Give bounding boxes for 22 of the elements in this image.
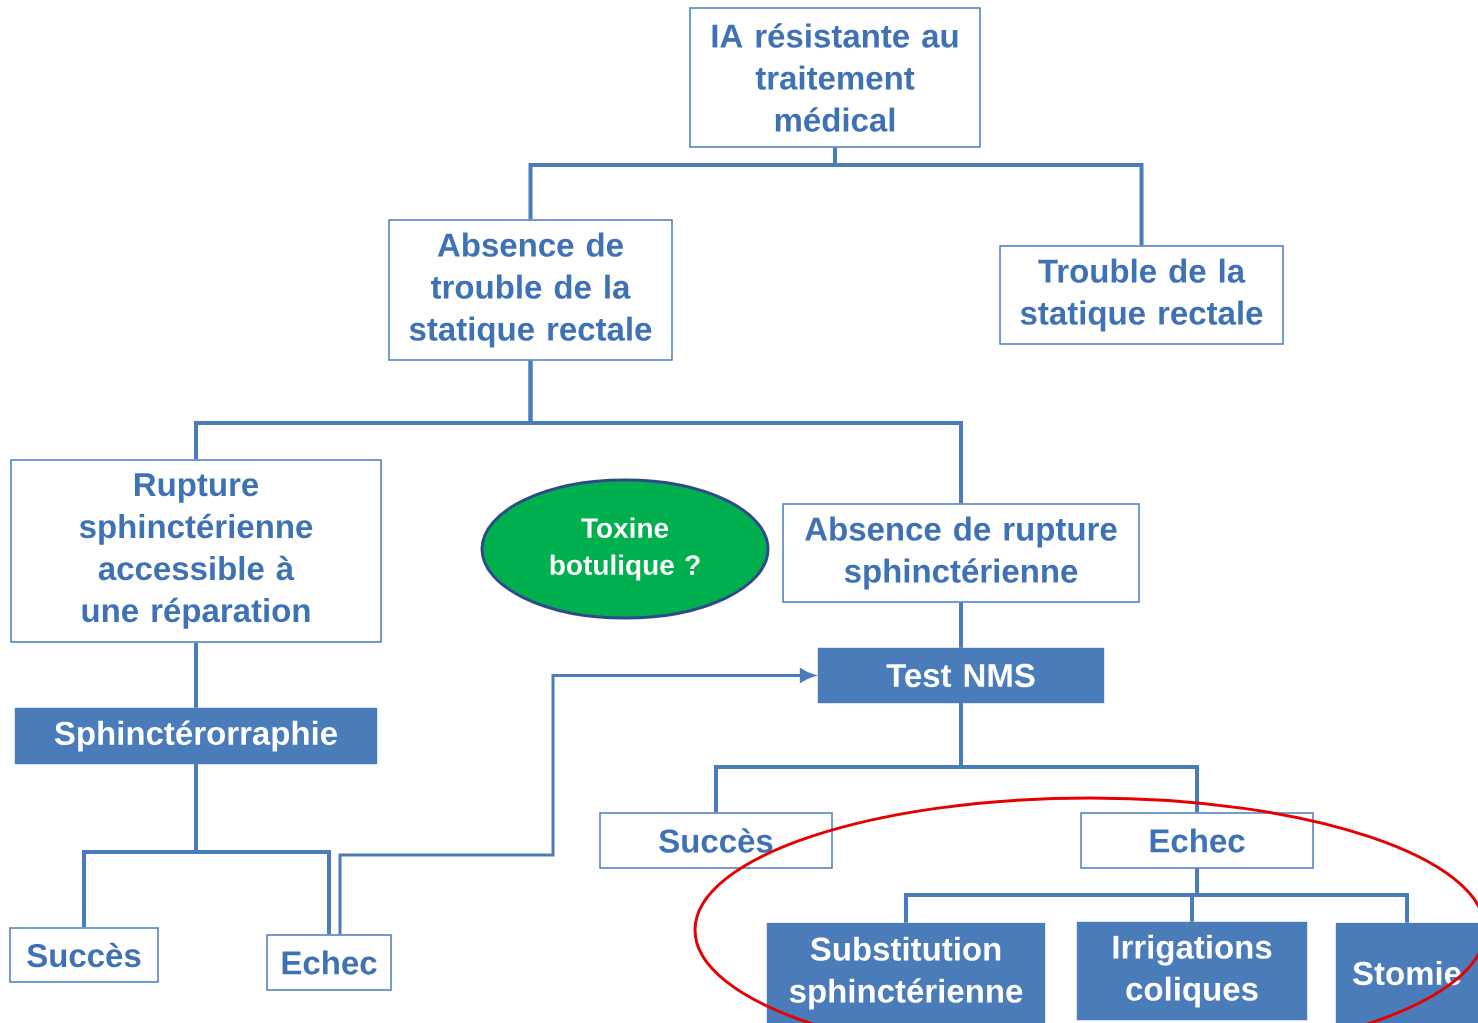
text-box: Absence de trouble de la statique rectale [388, 219, 673, 361]
filled-box: Test NMS [817, 647, 1105, 704]
connector [1195, 868, 1409, 923]
connector [833, 147, 1144, 246]
connector [194, 764, 331, 935]
connector [959, 602, 963, 648]
connector [959, 703, 1199, 813]
filled-box: Irrigations coliques [1076, 921, 1308, 1021]
text-box: Echec [266, 934, 392, 991]
filled-box: Substitution sphinctérienne [766, 922, 1046, 1023]
connector [528, 360, 963, 504]
text-box: Succès [9, 927, 159, 983]
connector [338, 668, 815, 935]
text-box: Absence de rupture sphinctérienne [782, 503, 1140, 603]
text-box: Echec [1080, 812, 1314, 869]
filled-box: Sphinctérorraphie [14, 707, 378, 765]
connector [194, 642, 198, 708]
text-box: IA résistante au traitement médical [689, 7, 981, 148]
text-box: Trouble de la statique rectale [999, 245, 1284, 345]
filled-box: Stomie [1335, 922, 1478, 1023]
text-box: Rupture sphinctérienne accessible à une réparation [10, 459, 382, 643]
text-box: Succès [599, 812, 833, 869]
